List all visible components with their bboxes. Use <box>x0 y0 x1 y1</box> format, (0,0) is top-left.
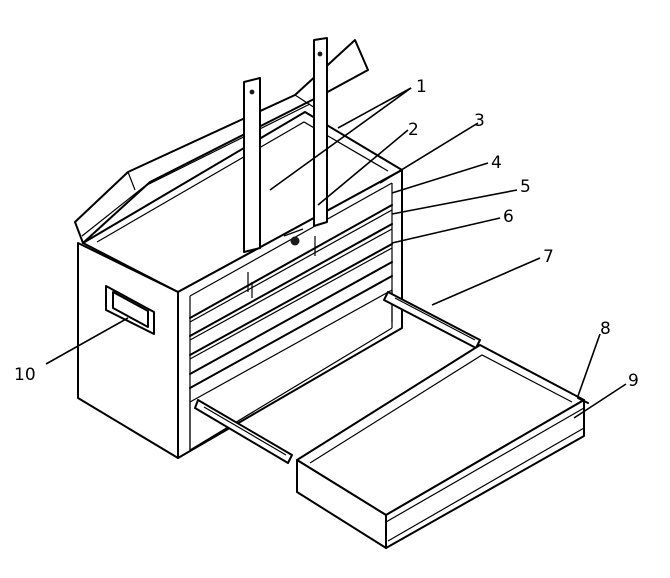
lid-stays <box>243 37 328 253</box>
callout-9: 9 <box>628 371 639 391</box>
side-handle <box>105 285 155 335</box>
drawer-slide-left <box>194 399 293 464</box>
callout-8: 8 <box>600 319 611 339</box>
callout-7: 7 <box>543 247 554 267</box>
callout-1: 1 <box>416 77 427 97</box>
callout-10: 10 <box>14 365 36 385</box>
callout-3: 3 <box>474 111 485 131</box>
callout-5: 5 <box>520 177 531 197</box>
callout-2: 2 <box>408 120 419 140</box>
lock <box>283 228 304 246</box>
callout-4: 4 <box>491 153 502 173</box>
drawer-fronts <box>189 204 393 389</box>
leader-lines <box>45 87 627 419</box>
callout-6: 6 <box>503 207 514 227</box>
callout-labels: 1 2 3 4 5 6 7 8 9 10 <box>14 77 639 391</box>
open-drawer <box>296 344 589 549</box>
